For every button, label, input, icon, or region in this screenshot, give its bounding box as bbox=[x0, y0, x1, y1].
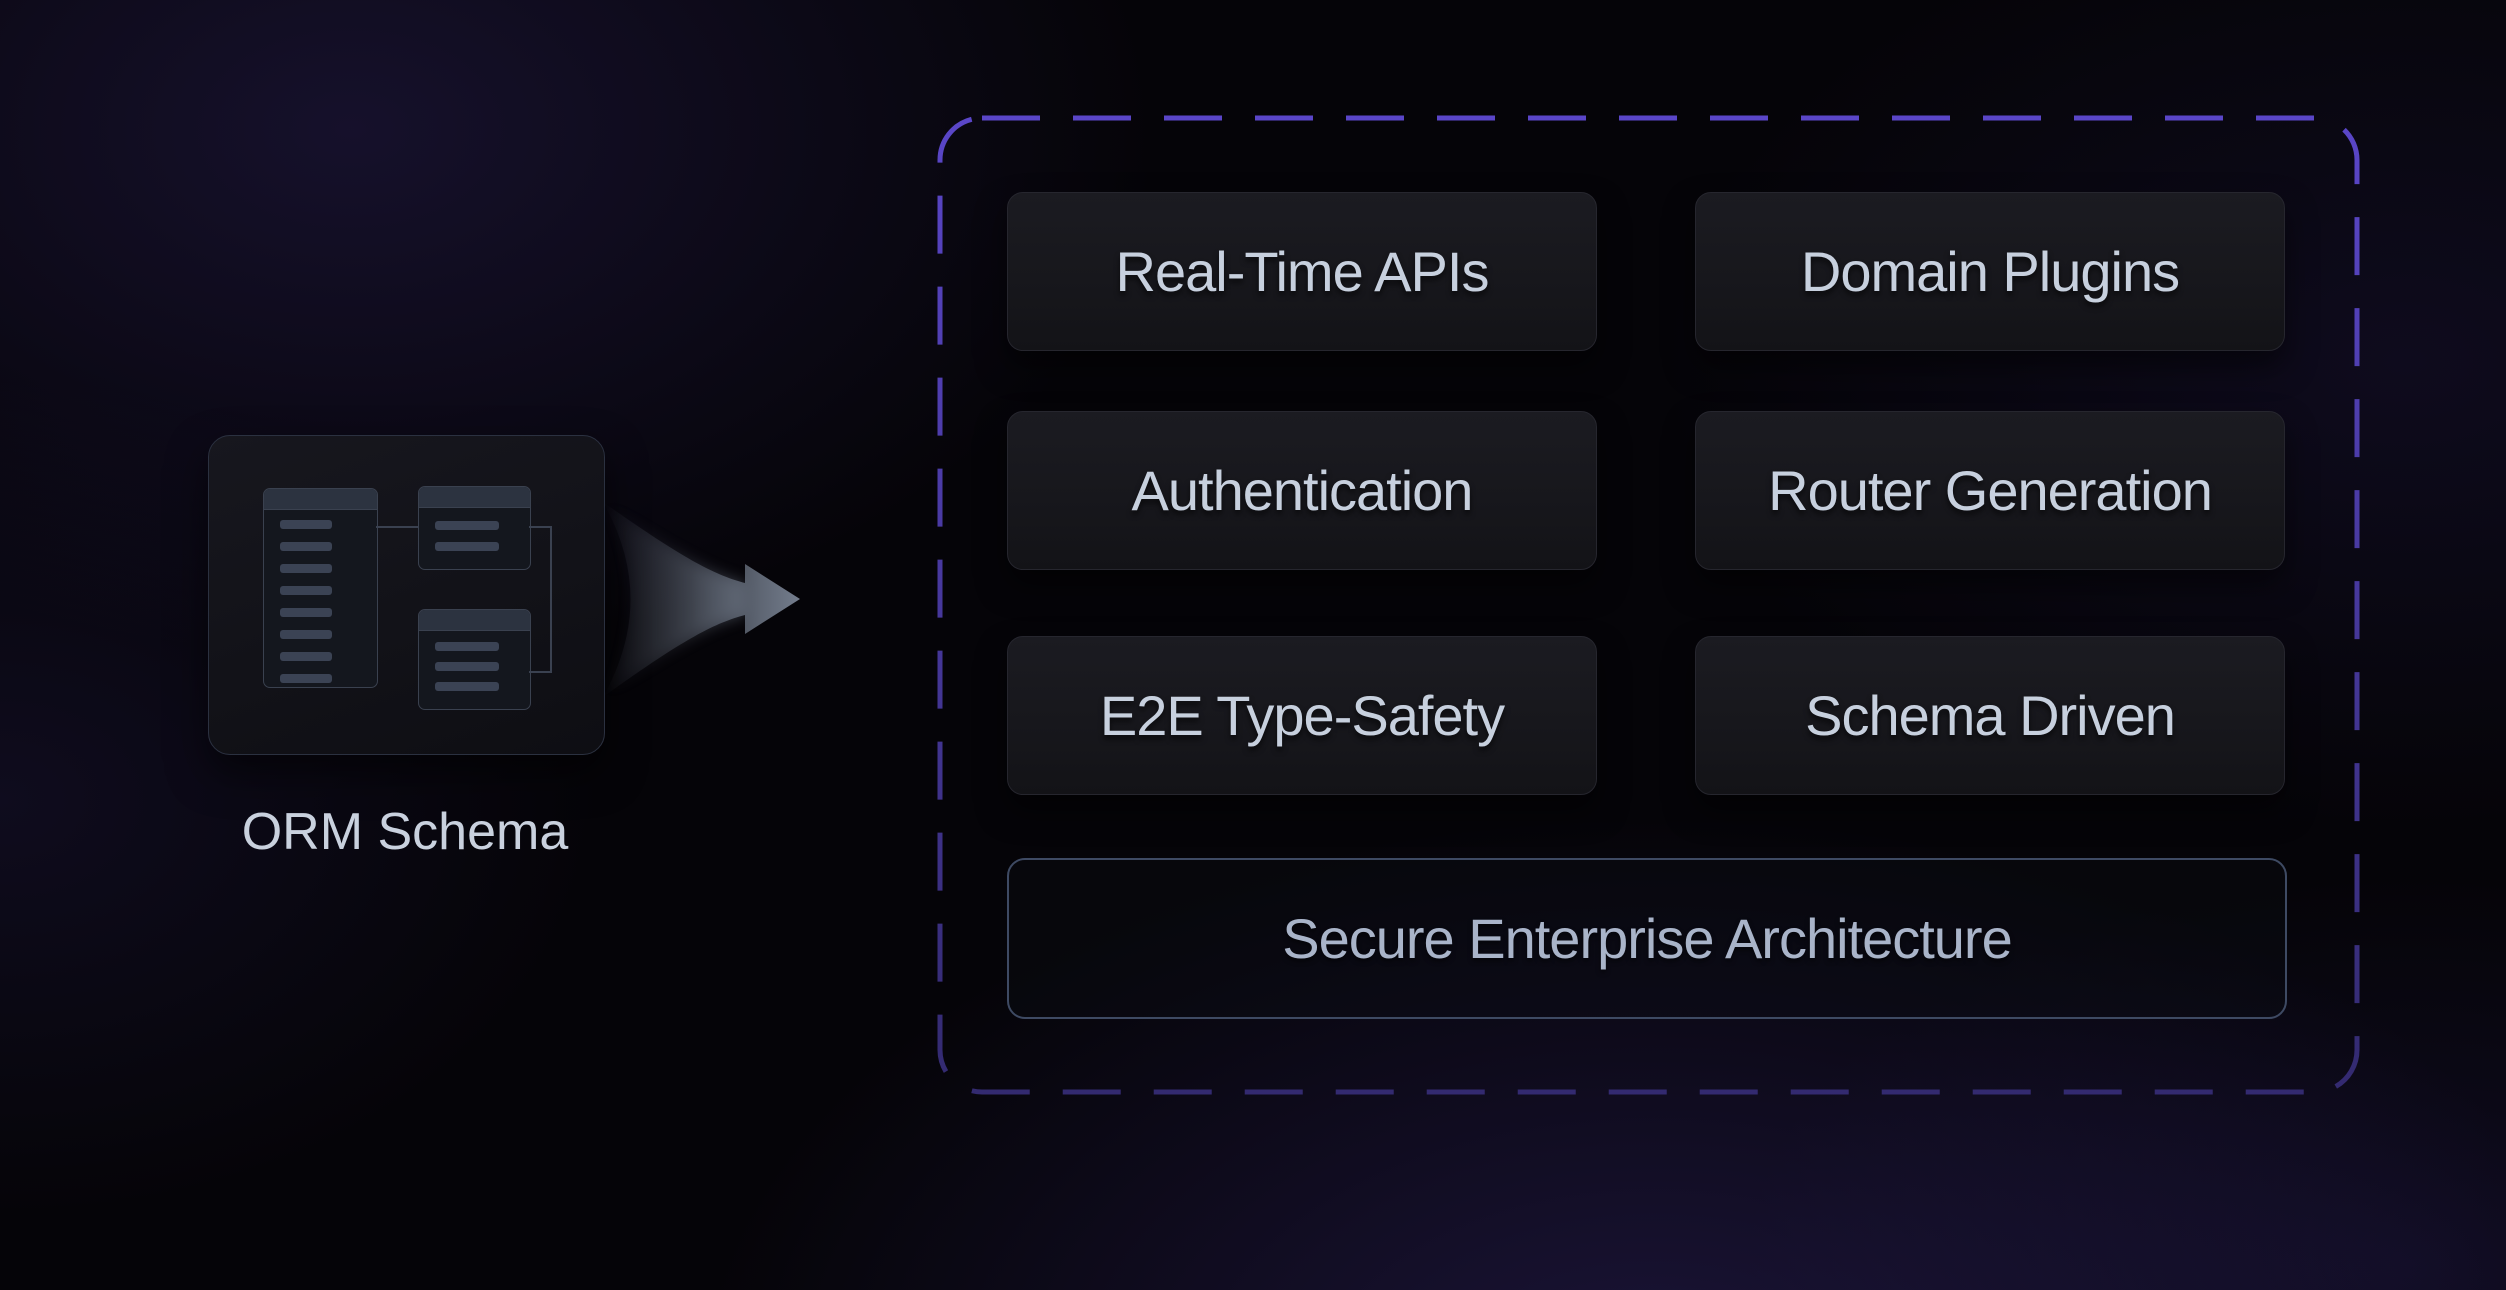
feature-label: Schema Driven bbox=[1805, 684, 2176, 747]
schema-table-bottom-right bbox=[418, 609, 531, 710]
feature-label: Router Generation bbox=[1768, 459, 2213, 522]
footer-label: Secure Enterprise Architecture bbox=[1282, 907, 2012, 970]
arrow-right-icon bbox=[590, 480, 830, 720]
feature-chip-realtime-apis: Real-Time APIs bbox=[1007, 192, 1597, 351]
feature-chip-router-generation: Router Generation bbox=[1695, 411, 2285, 570]
schema-connector-line bbox=[529, 526, 552, 528]
feature-label: Authentication bbox=[1131, 459, 1474, 522]
orm-schema-label: ORM Schema bbox=[241, 803, 569, 861]
dashed-border bbox=[937, 115, 2360, 1095]
schema-connector-line bbox=[550, 526, 552, 673]
feature-label: E2E Type-Safety bbox=[1099, 684, 1505, 747]
feature-chip-authentication: Authentication bbox=[1007, 411, 1597, 570]
features-container: Real-Time APIs Domain Plugins Authentica… bbox=[937, 115, 2360, 1095]
feature-label: Real-Time APIs bbox=[1115, 240, 1490, 303]
orm-schema-card bbox=[208, 435, 605, 755]
schema-table-top-right bbox=[418, 486, 531, 570]
footer-chip-secure-enterprise-architecture: Secure Enterprise Architecture bbox=[1007, 858, 2287, 1019]
feature-chip-e2e-type-safety: E2E Type-Safety bbox=[1007, 636, 1597, 795]
feature-chip-schema-driven: Schema Driven bbox=[1695, 636, 2285, 795]
feature-label: Domain Plugins bbox=[1800, 240, 2180, 303]
schema-connector-line bbox=[376, 526, 418, 528]
feature-chip-domain-plugins: Domain Plugins bbox=[1695, 192, 2285, 351]
schema-connector-line bbox=[529, 671, 552, 673]
schema-table-left bbox=[263, 488, 378, 688]
